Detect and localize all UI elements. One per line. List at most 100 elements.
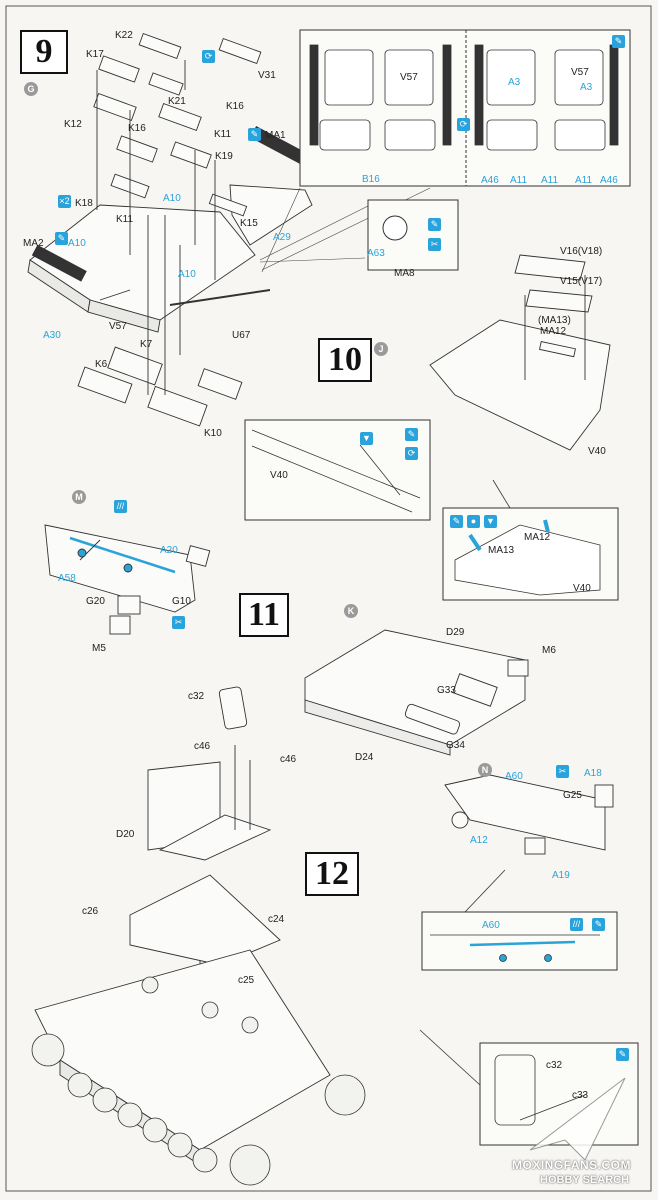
part-k12: K12 [64,119,82,130]
part-v16-v18: V16(V18) [560,246,603,257]
part-a20: A20 [160,545,178,556]
part-d20: D20 [116,829,135,840]
step11-drawing [44,524,211,635]
subassembly-k-badge: K [344,604,358,618]
callout-drawings [309,44,619,151]
part-k11-a: K11 [214,129,232,140]
step12-drawing [34,686,331,1166]
watermark-plane-icon [529,1077,626,1161]
paint-brush-icon: ✎ [612,35,625,48]
part-m6: M6 [542,645,556,656]
part-ma12-b: MA12 [524,532,551,543]
part-a10-b: A10 [68,238,86,249]
subassembly-j-badge: J [374,342,388,356]
page-border [5,5,652,1192]
part-a18: A18 [584,768,602,779]
part-c24: c24 [268,914,285,925]
part-ma8: MA8 [394,268,415,279]
callout-v57-b: V57 [571,67,589,78]
part-k6: K6 [95,359,108,370]
cut-icon: ✂ [172,616,185,629]
step10-drawing [429,254,611,451]
part-d24: D24 [355,752,374,763]
part-ma2: MA2 [23,238,44,249]
watermark-site-name: MOXINGFANS.COM [512,1158,632,1172]
paint-brush-icon: ✎ [616,1048,629,1061]
step-10-box: 10 [318,338,372,382]
paint-brush-icon: ✎ [405,428,418,441]
cut-icon: ✂ [428,238,441,251]
paint-brush-icon: ✎ [450,515,463,528]
part-c46-a: c46 [194,741,211,752]
step10-detail-drawing [251,429,421,513]
part-v31: V31 [258,70,276,81]
paint-brush-icon: ✎ [592,918,605,931]
part-ma12: MA12 [540,326,567,337]
wheels [31,976,366,1186]
part-a30: A30 [43,330,61,341]
subassembly-n-badge: N [478,763,492,777]
c32-detail-drawing [419,1029,586,1126]
part-k18: K18 [75,198,93,209]
cut-icon: ✂ [556,765,569,778]
part-k15: K15 [240,218,258,229]
part-v40-a: V40 [588,446,606,457]
part-a63: A63 [367,248,385,259]
step-11-box: 11 [239,593,289,637]
part-d29: D29 [446,627,465,638]
subassembly-m-badge: M [72,490,86,504]
part-v40-b: V40 [270,470,288,481]
part-g33: G33 [437,685,456,696]
part-k21: K21 [168,96,186,107]
step11-body-drawing [304,629,529,756]
part-u67: U67 [232,330,251,341]
part-c32: c32 [188,691,205,702]
callout-a11-c: A11 [575,175,593,186]
paint-brush-icon: ✎ [428,218,441,231]
part-a10-c: A10 [178,269,196,280]
ma8-part [382,215,408,241]
paint-brush-icon: ✎ [55,232,68,245]
part-v15-v17: V15(V17) [560,276,603,287]
step-9-box: 9 [20,30,68,74]
part-a12: A12 [470,835,488,846]
photo-etch-icon: /// [114,500,127,513]
callout-a46-a: A46 [481,175,499,186]
part-c26: c26 [82,906,99,917]
part-a19: A19 [552,870,570,881]
subassembly-g-badge: G [24,82,38,96]
part-g10: G10 [172,596,191,607]
part-c32-detail: c32 [546,1060,563,1071]
callout-b16: B16 [362,174,380,185]
a60-detail-frame [421,911,618,971]
callout-a3-a: A3 [508,77,521,88]
part-k22: K22 [115,30,133,41]
glue-icon: ▼ [484,515,497,528]
rotate-icon: ⟳ [457,118,470,131]
rotate-icon: ⟳ [202,50,215,63]
part-k19: K19 [215,151,233,162]
part-a60: A60 [505,771,523,782]
part-a29: A29 [273,232,291,243]
part-m5: M5 [92,643,106,654]
part-c25: c25 [238,975,255,986]
part-c46-b: c46 [280,754,297,765]
part-c33: c33 [572,1090,589,1101]
callout-a11-b: A11 [541,175,559,186]
drop-icon: ● [467,515,480,528]
callout-a3-b: A3 [580,82,593,93]
part-ma13-paren: (MA13) [538,315,571,326]
part-ma13-b: MA13 [488,545,515,556]
part-g34: G34 [446,740,465,751]
step9-drawing [27,32,313,427]
paint-brush-icon: ✎ [248,128,261,141]
part-g25: G25 [563,790,582,801]
part-k16-a: K16 [226,101,244,112]
watermark-hobby-search: HOBBY SEARCH [540,1174,630,1186]
a60-detail-drawing [430,869,600,962]
part-k10: K10 [204,428,222,439]
ma8-callout-frame [367,199,459,271]
photo-etch-icon: /// [570,918,583,931]
glue-icon: ▼ [360,432,373,445]
